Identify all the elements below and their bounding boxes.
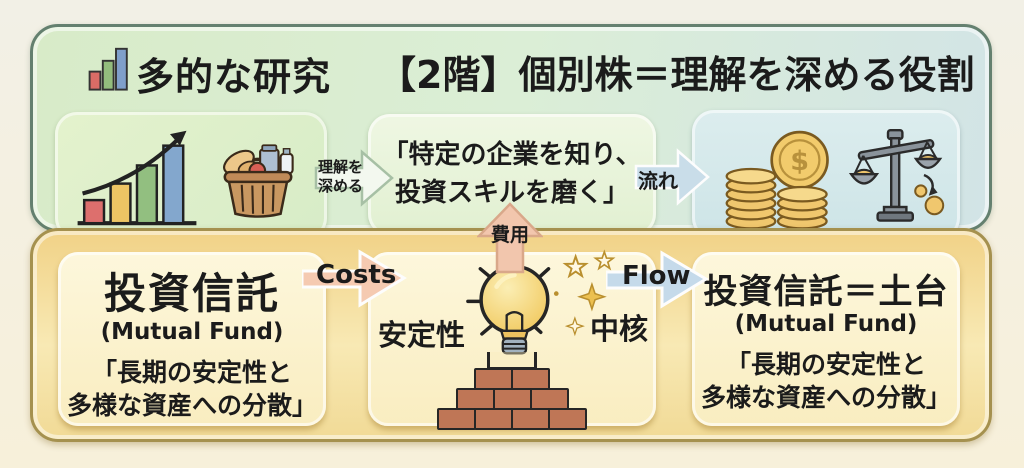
page-title: 【2階】個別株＝理解を深める役割	[378, 53, 975, 97]
up-arrow-icon	[477, 202, 543, 274]
costs-arrow-label: Costs	[316, 260, 397, 290]
foundation-subtitle: (Mutual Fund)	[734, 311, 918, 337]
brick-foundation-icon	[437, 352, 587, 430]
nagare-arrow-label: 流れ	[638, 169, 678, 193]
right-arrow-icon	[634, 148, 710, 206]
coin-stack-icon: $	[725, 130, 829, 230]
grocery-basket-icon	[223, 144, 294, 218]
diversified-assets-box	[55, 112, 327, 240]
cost-up-arrow-label: 費用	[490, 224, 529, 246]
mutual-fund-foundation-box: 投資信託＝土台 (Mutual Fund) 「長期の安定性と 多様な資産への分散…	[692, 252, 960, 426]
cost-up-arrow: 費用	[477, 202, 543, 274]
understand-arrow: 理解を 深める	[314, 146, 394, 210]
right-arrow-icon	[302, 249, 407, 308]
right-arrow-icon	[314, 149, 394, 207]
right-arrow-icon	[606, 250, 709, 309]
header-label: 多的な研究	[136, 55, 332, 99]
foundation-title: 投資信託＝土台	[703, 272, 949, 312]
light-bulb-icon	[466, 245, 617, 355]
bar-chart-icon	[88, 47, 128, 91]
nagare-arrow: 流れ	[634, 146, 710, 208]
sparkle-stars-icon	[553, 249, 617, 337]
svg-text:$: $	[790, 146, 809, 177]
flow-arrow-label: Flow	[622, 261, 691, 291]
mutual-fund-box: 投資信託 (Mutual Fund) 「長期の安定性と 多様な資産への分散」	[58, 252, 326, 426]
growth-chart-icon	[77, 130, 197, 226]
understand-arrow-label: 理解を 深める	[318, 158, 364, 195]
stability-label: 安定性	[378, 318, 466, 352]
mutual-fund-subtitle: (Mutual Fund)	[100, 319, 284, 345]
costs-arrow: Costs	[302, 244, 408, 310]
mutual-fund-quote: 「長期の安定性と 多様な資産への分散」	[66, 358, 317, 420]
stock-quote-text: 「特定の企業を知り、 投資スキルを磨く」	[382, 140, 642, 208]
mutual-fund-title: 投資信託	[103, 269, 280, 318]
flow-arrow: Flow	[606, 246, 710, 310]
foundation-quote: 「長期の安定性と 多様な資産への分散」	[700, 350, 951, 412]
balance-scale-icon	[848, 129, 945, 222]
money-balance-box: $	[692, 110, 960, 240]
core-label: 中核	[590, 312, 649, 346]
